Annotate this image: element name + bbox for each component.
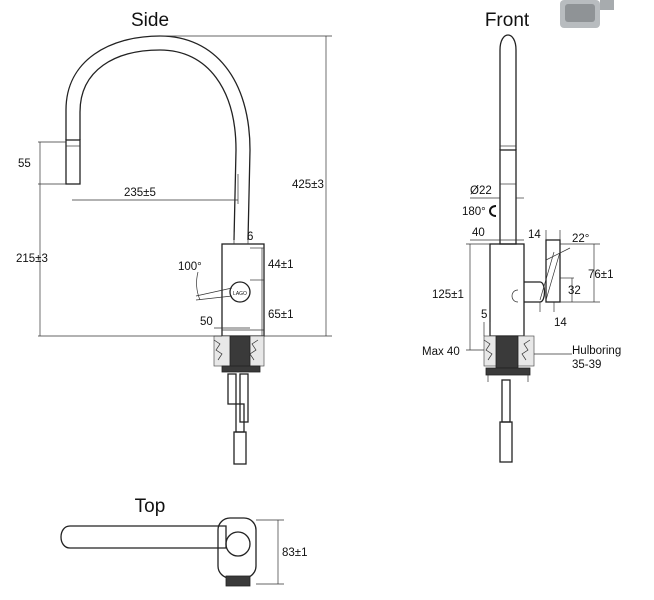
front-view: Ø22 180° 40 125±1 5 Max 40 Hulboring 35-… <box>422 34 621 463</box>
top-body-circle <box>225 531 251 557</box>
side-mount-nut <box>229 335 251 369</box>
dim-body-width: 40 <box>472 227 485 239</box>
side-washer <box>221 365 261 373</box>
dim-hole-range: 35-39 <box>572 359 601 371</box>
dim-handle-bottom: 14 <box>554 317 567 329</box>
dim-handle-depth: 32 <box>568 285 581 297</box>
side-spout-outer <box>65 35 251 241</box>
dim-base-height: 65±1 <box>268 309 294 321</box>
front-lever <box>524 281 546 303</box>
dim-spout-diameter: Ø22 <box>470 185 492 197</box>
dim-total-height: 425±3 <box>292 179 324 191</box>
dim-handle-height-front: 76±1 <box>588 269 614 281</box>
front-handle-detail <box>545 239 561 303</box>
dim-handle-height: 44±1 <box>268 259 294 271</box>
front-spout-lower <box>499 149 517 245</box>
side-rotation-arc <box>196 271 201 301</box>
dim-hole-label: Hulboring <box>572 345 621 357</box>
dim-handle-top: 14 <box>528 229 541 241</box>
top-view: 83±1 <box>60 517 308 587</box>
front-washer <box>485 367 531 376</box>
dim-top-depth: 83±1 <box>282 547 308 559</box>
dim-swivel: 180° <box>462 206 486 218</box>
side-spout-outlet <box>65 139 81 185</box>
top-mount <box>225 575 251 587</box>
front-view-title: Front <box>485 10 530 31</box>
side-body <box>221 243 265 337</box>
top-view-title: Top <box>135 496 166 517</box>
top-spout <box>60 525 227 549</box>
side-spout-inner <box>79 49 237 241</box>
side-view: LAGO 425±3 235±5 55 215±3 100° <box>16 35 332 465</box>
side-view-title: Side <box>131 10 169 31</box>
product-photo-thumbnail <box>560 0 614 28</box>
dim-offset: 6 <box>247 231 253 243</box>
side-logo-text: LAGO <box>233 291 247 297</box>
front-body <box>489 243 525 337</box>
side-hose-end <box>233 431 247 465</box>
front-hose-end <box>499 421 513 463</box>
dim-spout-reach: 235±5 <box>124 187 156 199</box>
dim-spout-outlet: 55 <box>18 158 31 170</box>
dim-base-offset: 5 <box>481 309 487 321</box>
dim-handle-angle: 22° <box>572 233 589 245</box>
front-spout <box>499 34 517 150</box>
dim-max-deck: Max 40 <box>422 346 460 358</box>
side-logo-circle <box>229 281 251 303</box>
dim-rotation: 100° <box>178 261 202 273</box>
front-mount-nut <box>495 335 519 369</box>
side-lever <box>195 287 233 301</box>
dim-base-diameter: 50 <box>200 316 213 328</box>
dim-spout-height: 215±3 <box>16 253 48 265</box>
dim-body-height: 125±1 <box>432 289 464 301</box>
